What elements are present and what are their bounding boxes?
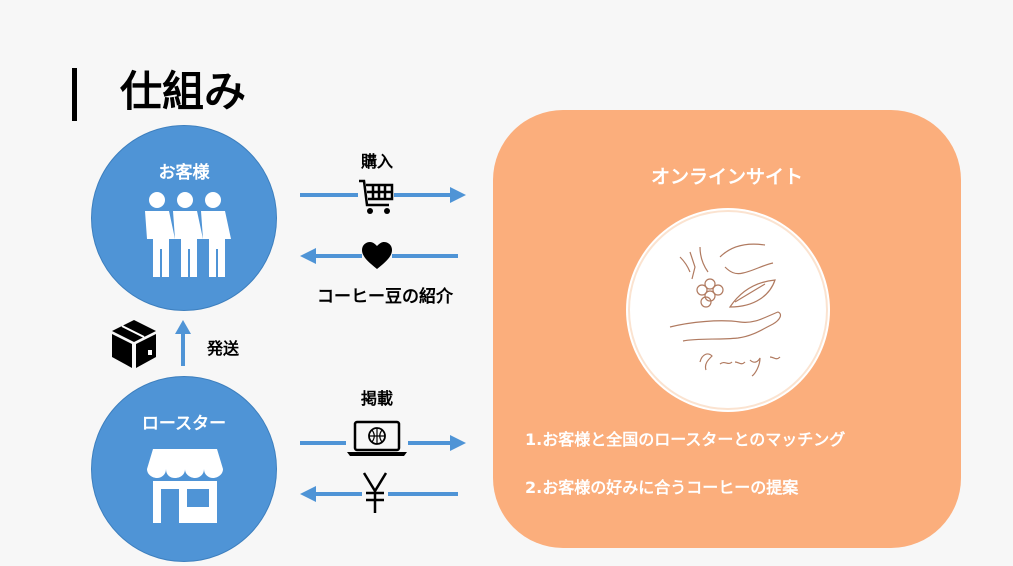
bean-to-you-logo [628,210,828,410]
arrowhead-left-icon [300,248,316,264]
roaster-label: ロースター [141,414,227,434]
arrowhead-right-icon [450,187,466,203]
shipping-label: 発送 [207,339,240,358]
customer-circle: お客様 [91,125,277,311]
arrowhead-right-icon [450,435,466,451]
shipping-arrow [175,320,191,366]
package-box-icon [112,320,156,368]
title-accent-bar [72,68,77,121]
store-icon [147,449,223,523]
heart-icon [362,242,392,270]
listing-label: 掲載 [360,389,394,408]
laptop-globe-icon [346,420,408,458]
site-feature-item: 2.お客様の好みに合うコーヒーの提案 [525,478,799,497]
yen-icon [362,472,388,514]
customer-label: お客様 [158,163,210,183]
shopping-cart-icon [358,178,394,216]
site-feature-item: 1.お客様と全国のロースターとのマッチング [525,430,846,449]
hands-coffee-illustration [669,243,782,377]
people-icon [145,192,231,277]
purchase-label: 購入 [360,152,394,171]
roaster-circle: ロースター [91,376,277,562]
online-site-title: オンラインサイト [650,166,803,188]
introduction-label: コーヒー豆の紹介 [317,287,453,307]
arrowhead-left-icon [300,486,316,502]
page-title: 仕組み [120,67,247,116]
online-site-panel: オンラインサイト 1.お客様と全国のロースターとのマッチング 2.お客様の好みに… [493,110,961,548]
